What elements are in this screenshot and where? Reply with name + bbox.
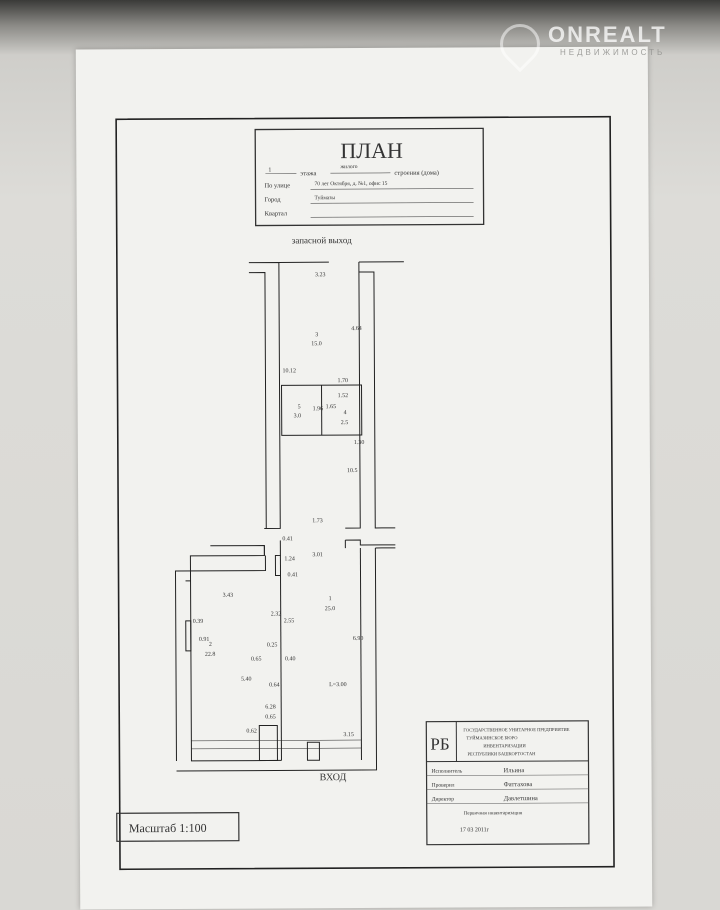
- scale-label: Масштаб 1:100: [129, 821, 207, 835]
- dimension-label: 6.90: [353, 636, 364, 642]
- org-line: РЕСПУБЛИКИ БАШКОРТОСТАН: [467, 751, 536, 756]
- plan-title: ПЛАН: [340, 138, 403, 163]
- floor-label: этажа: [300, 170, 316, 177]
- dimension-label: L=3.00: [329, 682, 347, 688]
- org-line: ТУЙМАЗИНСКОЕ БЮРО: [466, 735, 518, 740]
- title-block: ПЛАН 1 этажа жилого строения (дома) По у…: [254, 127, 485, 227]
- walls: [174, 261, 404, 772]
- dimension-label: 3.23: [315, 272, 326, 278]
- dimension-label: 1.70: [337, 378, 348, 384]
- building-type-value: жилого: [339, 164, 357, 170]
- document-page: ПЛАН 1 этажа жилого строения (дома) По у…: [75, 46, 653, 910]
- org-line: ГОСУДАРСТВЕННОЕ УНИТАРНОЕ ПРЕДПРИЯТИЕ: [463, 727, 569, 733]
- room-labels: 3.23 3 15.0 4.64 10.12 1.70 1.52 5 3.0 1…: [193, 272, 365, 738]
- stamp-note: Первичная инвентаризация: [464, 811, 523, 816]
- dimension-label: 1.65: [326, 404, 337, 410]
- dimension-label: 1.24: [284, 556, 295, 562]
- block-label: Квартал: [265, 210, 288, 217]
- dimension-label: 0.65: [251, 657, 262, 663]
- emergency-exit-label: запасной выход: [292, 235, 352, 245]
- dimension-label: 0.41: [287, 572, 298, 578]
- director-label: Директор: [432, 797, 455, 803]
- dimension-label: 3.01: [312, 552, 323, 558]
- dimension-label: 1.73: [312, 518, 323, 524]
- building-label: строения (дома): [394, 170, 439, 177]
- floor-plan-drawing: ПЛАН 1 этажа жилого строения (дома) По у…: [115, 115, 615, 871]
- executor-label: Исполнитель: [432, 768, 463, 774]
- room-area: 3.0: [294, 413, 302, 419]
- entrance-label: ВХОД: [320, 772, 347, 783]
- street-value: 70 лет Октября, д. №1, офис 15: [314, 180, 387, 187]
- checked-name: Фаттахова: [504, 781, 533, 788]
- room-area: 15.0: [311, 341, 322, 347]
- room-area: 22.8: [205, 652, 216, 658]
- city-label: Город: [265, 196, 282, 203]
- street-label: По улице: [264, 182, 290, 189]
- room-number: 3: [315, 332, 318, 338]
- room-number: 5: [298, 404, 301, 410]
- dimension-label: 4.64: [351, 326, 362, 332]
- room-number: 2: [209, 642, 212, 648]
- dimension-label: 0.25: [267, 642, 278, 648]
- dimension-label: 10.5: [347, 468, 358, 474]
- dimension-label: 0.40: [285, 656, 296, 662]
- dimension-label: 3.15: [343, 732, 354, 738]
- stamp-block: РБ ГОСУДАРСТВЕННОЕ УНИТАРНОЕ ПРЕДПРИЯТИЕ…: [425, 720, 590, 846]
- page-frame: [115, 115, 615, 871]
- stamp-date: 17 03 2011г: [460, 827, 490, 833]
- director-name: Давлетшина: [504, 795, 538, 802]
- dimension-label: 1.52: [338, 393, 349, 399]
- stamp-emblem: РБ: [430, 735, 449, 754]
- city-value: Туймазы: [315, 194, 336, 201]
- room-area: 2.5: [341, 420, 349, 426]
- executor-name: Ильина: [504, 767, 525, 774]
- dimension-label: 10.12: [282, 368, 296, 374]
- dimension-label: 0.41: [282, 536, 293, 542]
- room-area: 25.0: [325, 606, 336, 612]
- dimension-label: 2.32: [271, 611, 282, 617]
- watermark-brand: ONREALT: [548, 22, 667, 47]
- dimension-label: 6.28: [265, 704, 276, 710]
- room-number: 4: [344, 410, 347, 416]
- dimension-label: 0.65: [265, 714, 276, 720]
- scale-box: [116, 812, 240, 842]
- dimension-label: 0.91: [199, 637, 210, 643]
- watermark: ONREALT НЕДВИЖИМОСТЬ: [491, 15, 710, 73]
- checked-label: Проверил: [432, 783, 455, 789]
- dimension-label: 0.64: [269, 682, 280, 688]
- dimension-label: 3.43: [223, 593, 234, 599]
- floor-value: 1: [268, 167, 271, 173]
- dimension-label: 0.39: [193, 619, 204, 625]
- dimension-label: 0.62: [246, 729, 257, 735]
- watermark-subtitle: НЕДВИЖИМОСТЬ: [560, 48, 666, 57]
- dimension-label: 1.96: [313, 406, 324, 412]
- dimension-label: 1.30: [354, 440, 365, 446]
- dimension-label: 5.40: [241, 677, 252, 683]
- org-line: ИНВЕНТАРИЗАЦИИ: [483, 743, 526, 748]
- room-number: 1: [329, 596, 332, 602]
- dimension-label: 2.55: [284, 618, 295, 624]
